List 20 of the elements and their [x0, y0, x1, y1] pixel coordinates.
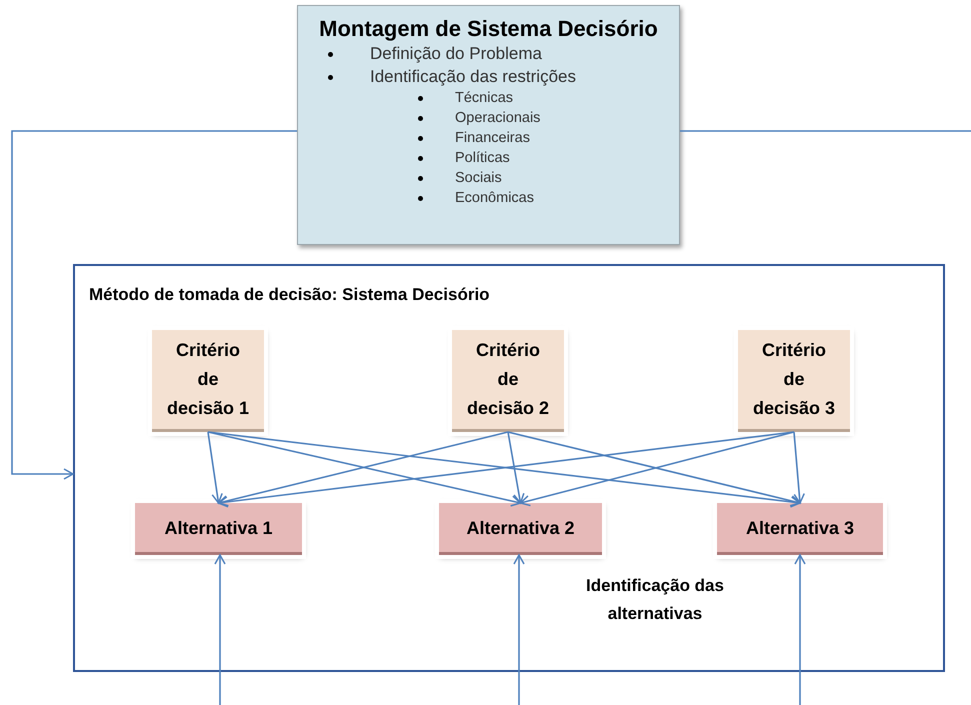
- list-item: Identificação das restrições: [298, 65, 679, 88]
- box-title: Montagem de Sistema Decisório: [318, 16, 659, 42]
- list-item: Econômicas: [298, 188, 679, 208]
- arrow: [214, 554, 226, 705]
- list-item: Financeiras: [298, 128, 679, 148]
- arrow: [513, 554, 525, 705]
- process-box: [297, 5, 680, 245]
- container-box: [73, 264, 945, 672]
- box-title: Método de tomada de decisão: Sistema Decisório: [89, 284, 490, 306]
- list-item: Sociais: [298, 168, 679, 188]
- list-item: Operacionais: [298, 108, 679, 128]
- arrow: [794, 554, 806, 705]
- list-item: Políticas: [298, 148, 679, 168]
- annotation-text: Identificação das alternativas: [585, 575, 725, 625]
- list-item: Técnicas: [298, 88, 679, 108]
- list-item: Definição do Problema: [298, 42, 679, 65]
- arrow: [207, 432, 223, 504]
- arrow: [11, 130, 297, 480]
- arrow: [793, 432, 805, 504]
- arrow: [507, 432, 525, 504]
